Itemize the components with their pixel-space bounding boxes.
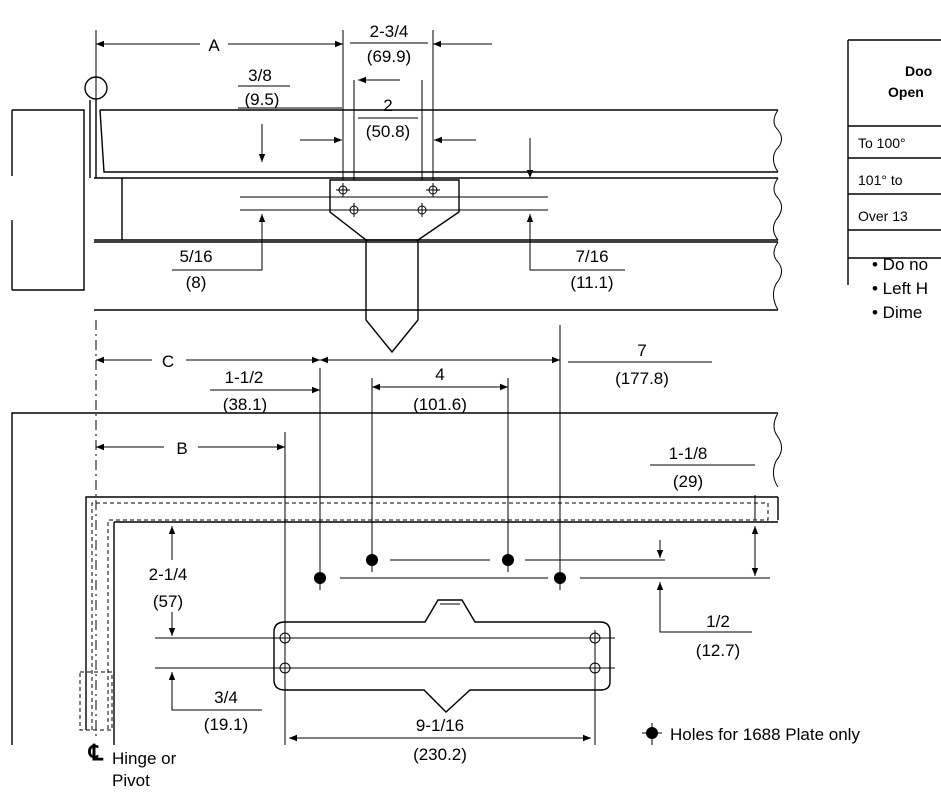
dim-bottom-right-den: (11.1) [570, 273, 613, 292]
dim-frame-den: (29) [673, 472, 703, 491]
closer-mounting-hole [277, 630, 603, 676]
bracket-hole [336, 183, 440, 217]
note-1: • Do no [872, 255, 928, 274]
dim-c-label: C [162, 352, 174, 371]
dim-offset-den: (12.7) [696, 641, 740, 660]
closer-body [273, 599, 611, 713]
dim-c-num: 1-1/2 [225, 368, 264, 387]
plate-1688-hole [314, 550, 566, 590]
dim-frame-num: 1-1/8 [669, 444, 708, 463]
centerline-text-1: Hinge or [112, 749, 177, 768]
bottom-view [11, 320, 782, 745]
note-2: • Left H [872, 279, 928, 298]
dim-bottom-right-num: 7/16 [575, 247, 608, 266]
dim-span-den: (177.8) [615, 369, 669, 388]
dim-offset-num: 1/2 [706, 612, 730, 631]
dim-vert-den: (57) [153, 592, 183, 611]
dim-bottom-left-num: 5/16 [179, 247, 212, 266]
table-row-1: To 100° [858, 135, 906, 151]
parallel-arm-bracket [329, 179, 460, 354]
dim-bottom-left-den: (8) [186, 273, 207, 292]
table-header-2: Open [888, 84, 924, 100]
dim-left-den: (9.5) [245, 90, 280, 109]
centerline-text-2: Pivot [112, 771, 150, 790]
table-row-2: 101° to [858, 172, 903, 188]
dim-span-num: 7 [637, 341, 646, 360]
dim-vert-num: 2-1/4 [149, 565, 188, 584]
dim-center-num: 2-3/4 [370, 22, 409, 41]
dim-b-label: B [176, 439, 187, 458]
dim-inner-den: (50.8) [366, 122, 410, 141]
door-opening-table [847, 39, 941, 285]
dim-holes-den: (101.6) [413, 395, 467, 414]
door-top-edge [99, 109, 778, 173]
dim-c-den: (38.1) [223, 395, 267, 414]
table-row-3: Over 13 [858, 208, 908, 224]
dim-length-den: (230.2) [413, 745, 467, 764]
holes-note: Holes for 1688 Plate only [670, 725, 860, 744]
dim-body-den: (19.1) [204, 715, 248, 734]
dim-holes-num: 4 [435, 365, 444, 384]
door-outline [11, 412, 778, 745]
table-header-1: Doo [905, 63, 932, 79]
dim-a-label: A [208, 36, 220, 55]
note-3: • Dime [872, 303, 922, 322]
dim-center-den: (69.9) [367, 47, 411, 66]
dim-inner-num: 2 [383, 96, 392, 115]
dim-left-num: 3/8 [248, 66, 272, 85]
dim-body-num: 3/4 [214, 688, 238, 707]
dim-length-num: 9-1/16 [416, 716, 464, 735]
centerline-symbol: ℄ [88, 740, 104, 765]
top-view [11, 30, 782, 354]
